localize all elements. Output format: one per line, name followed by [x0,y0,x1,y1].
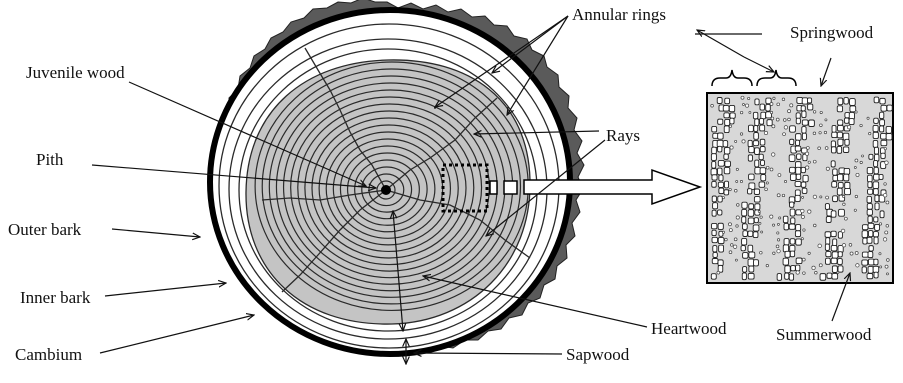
label-pith: Pith [36,151,63,168]
small-square-1 [490,181,497,194]
label-rays: Rays [606,127,640,144]
label-cambium: Cambium [15,346,82,363]
label-juvenile-wood: Juvenile wood [26,64,125,81]
ring-brace-2 [757,70,796,86]
ring-brace-1 [712,70,752,86]
label-annular-rings: Annular rings [572,6,666,23]
pith [381,185,391,195]
label-inner-bark: Inner bark [20,289,90,306]
label-outer-bark: Outer bark [8,221,81,238]
label-heartwood: Heartwood [651,320,727,337]
label-springwood: Springwood [790,24,873,41]
label-summerwood: Summerwood [776,326,871,343]
label-sapwood: Sapwood [566,346,629,363]
small-square-2 [504,181,517,194]
